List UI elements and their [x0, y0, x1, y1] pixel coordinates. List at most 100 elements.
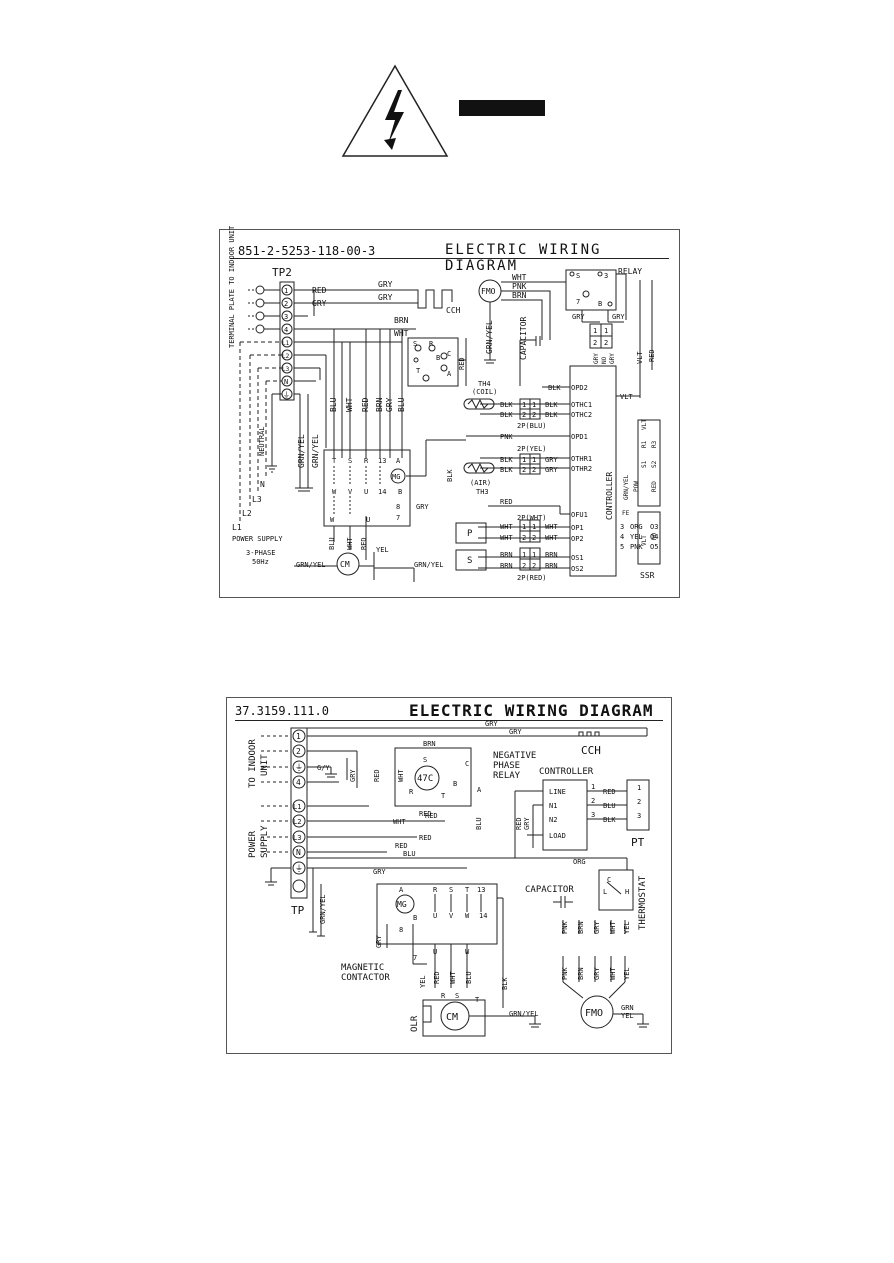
d1-terminal-ground: ⏚	[283, 391, 290, 399]
d1-wire-red-2: RED	[361, 397, 370, 412]
d1-ctrl-blk: BLK	[548, 384, 561, 392]
d1-num8: 8	[396, 503, 400, 511]
d2-mc-s: S	[449, 886, 453, 894]
d1-ssr-o3: O3	[650, 523, 658, 531]
d2-gry-2: GRY	[373, 868, 386, 876]
d1-th4-conn-1b: 1	[532, 401, 536, 409]
d1-2p-yel: 2P(YEL)	[517, 445, 547, 453]
d1-relay-pin-b: B	[436, 354, 440, 362]
d1-cm-wht: WHT	[346, 537, 354, 550]
d2-mc-num7: 7	[413, 954, 417, 962]
d2-pt-2: 2	[637, 798, 641, 806]
d1-controller-label: CONTROLLER	[605, 472, 614, 520]
d1-s-box: S	[467, 556, 472, 566]
d2-mc-v: V	[449, 912, 454, 920]
d1-mc-14: 14	[378, 488, 386, 496]
d1-mc-v: V	[348, 488, 353, 496]
d1-wire-red-4: RED	[648, 349, 656, 362]
d2-relay-a: A	[477, 786, 482, 794]
d2-power: POWER	[248, 830, 258, 858]
d1-l3-label: L3	[252, 495, 262, 504]
d1-ssr-label: SSR	[640, 571, 655, 580]
d2-gry-top-1: GRY	[485, 720, 498, 728]
d1-wire-blu-2: BLU	[397, 397, 406, 412]
d1-ssr-vlt-3: VLT	[641, 535, 648, 546]
d1-capacitor: CAPACITOR	[519, 316, 528, 360]
d2-red-v: RED	[373, 769, 381, 782]
d2-terminal-ground-1: ⏚	[295, 763, 303, 772]
d1-pin-othc2: OTHC2	[571, 411, 592, 419]
d2-ctrl-red: RED	[515, 817, 523, 830]
d1-p-wht-3: WHT	[545, 523, 558, 531]
d1-mc-u2: U	[366, 516, 370, 524]
d1-relay-s: S	[576, 272, 580, 280]
d1-num7: 7	[396, 514, 400, 522]
d1-terminal-l1: L1	[282, 340, 290, 347]
d1-wire-gry-2: GRY	[378, 293, 393, 302]
d1-ssr-o4: O4	[650, 533, 658, 541]
d1-th4-conn-2b: 2	[532, 411, 536, 419]
d1-p-connector: 1 1 2 2	[519, 519, 541, 543]
d1-s-connector: 1 1 2 2	[519, 547, 541, 571]
d1-terminal-3: 3	[284, 313, 288, 321]
d2-mg: MG	[397, 900, 407, 909]
d1-pin-othr2: OTHR2	[571, 465, 592, 473]
d1-p-conn-2a: 2	[522, 534, 526, 542]
d1-th3-conn-2b: 2	[532, 466, 536, 474]
d2-cm-r: R	[441, 992, 446, 1000]
d1-th3-gry-1: GRY	[545, 456, 558, 464]
d1-grn-yel-1: GRN/YEL	[297, 434, 306, 468]
d1-th3-conn-2a: 2	[522, 466, 526, 474]
d1-th3-conn-1a: 1	[522, 456, 526, 464]
d2-brn: BRN	[423, 740, 436, 748]
d2-blu-v: BLU	[475, 817, 483, 830]
d1-fmo-label: FMO	[481, 287, 496, 296]
d2-fan-yel-2: YEL	[623, 967, 631, 980]
d1-pin-os2: OS2	[571, 565, 584, 573]
d1-th3-blk-2: BLK	[500, 466, 513, 474]
d2-relay-r: R	[409, 788, 414, 796]
d2-fan-gry-2: GRY	[593, 967, 601, 980]
d1-p-conn-1b: 1	[532, 523, 536, 531]
d1-relay-num3: 3	[604, 272, 608, 280]
d2-pin-line: LINE	[549, 788, 566, 796]
d2-terminal-1: 1	[296, 732, 301, 741]
d1-mc-r: R	[364, 457, 369, 465]
d2-tp-label: TP	[291, 904, 305, 917]
d2-mc-13: 13	[477, 886, 485, 894]
d2-cm-wht: WHT	[449, 971, 457, 984]
d2-pt-red: RED	[603, 788, 616, 796]
warning-label-bar	[459, 100, 545, 116]
d1-relay-pin-s: S	[413, 340, 417, 348]
d1-s-brn-1: BRN	[500, 551, 513, 559]
d1-mc-t: T	[332, 457, 337, 465]
d1-out-org: ORG	[630, 523, 643, 531]
d2-blu-1: BLU	[403, 850, 416, 858]
d1-mc-top-labels: T S R 13 A W V U 14 B	[332, 457, 402, 496]
d1-mc-gry: GRY	[416, 503, 429, 511]
d1-th4-blk-1: BLK	[500, 401, 513, 409]
d1-l2-label: L2	[242, 509, 252, 518]
d2-47c: 47C	[417, 774, 433, 784]
d1-terminal-l3: L3	[282, 366, 290, 373]
d1-ssr-r1: R1	[641, 440, 648, 448]
d2-fan-wht-1: WHT	[609, 921, 617, 934]
d1-pin-othc1: OTHC1	[571, 401, 592, 409]
d2-gry-top-2: GRY	[509, 728, 522, 736]
d1-terminal-2: 2	[284, 300, 288, 308]
d1-pin-opd2: OPD2	[571, 384, 588, 392]
d1-th3: TH3	[476, 488, 489, 496]
d1-out-yel: YEL	[630, 533, 643, 541]
d1-ssr-s1: S1	[641, 460, 648, 468]
d1-p-wht-2: WHT	[500, 534, 513, 542]
d1-s-conn-1a: 1	[522, 551, 526, 559]
d1-wire-pnk-1: PNK	[512, 282, 527, 291]
d2-cm: CM	[446, 1012, 458, 1023]
d2-mc-u: U	[433, 912, 437, 920]
diagram-1-number: 851-2-5253-118-00-3	[238, 244, 376, 258]
d1-tp-label: TP2	[272, 266, 292, 279]
d1-cm-label: CM	[340, 560, 350, 569]
diagram-2-title: ELECTRIC WIRING DIAGRAM	[409, 701, 654, 720]
d1-mc-w: W	[332, 488, 337, 496]
diagram-1-title: ELECTRIC WIRING DIAGRAM	[445, 242, 602, 274]
